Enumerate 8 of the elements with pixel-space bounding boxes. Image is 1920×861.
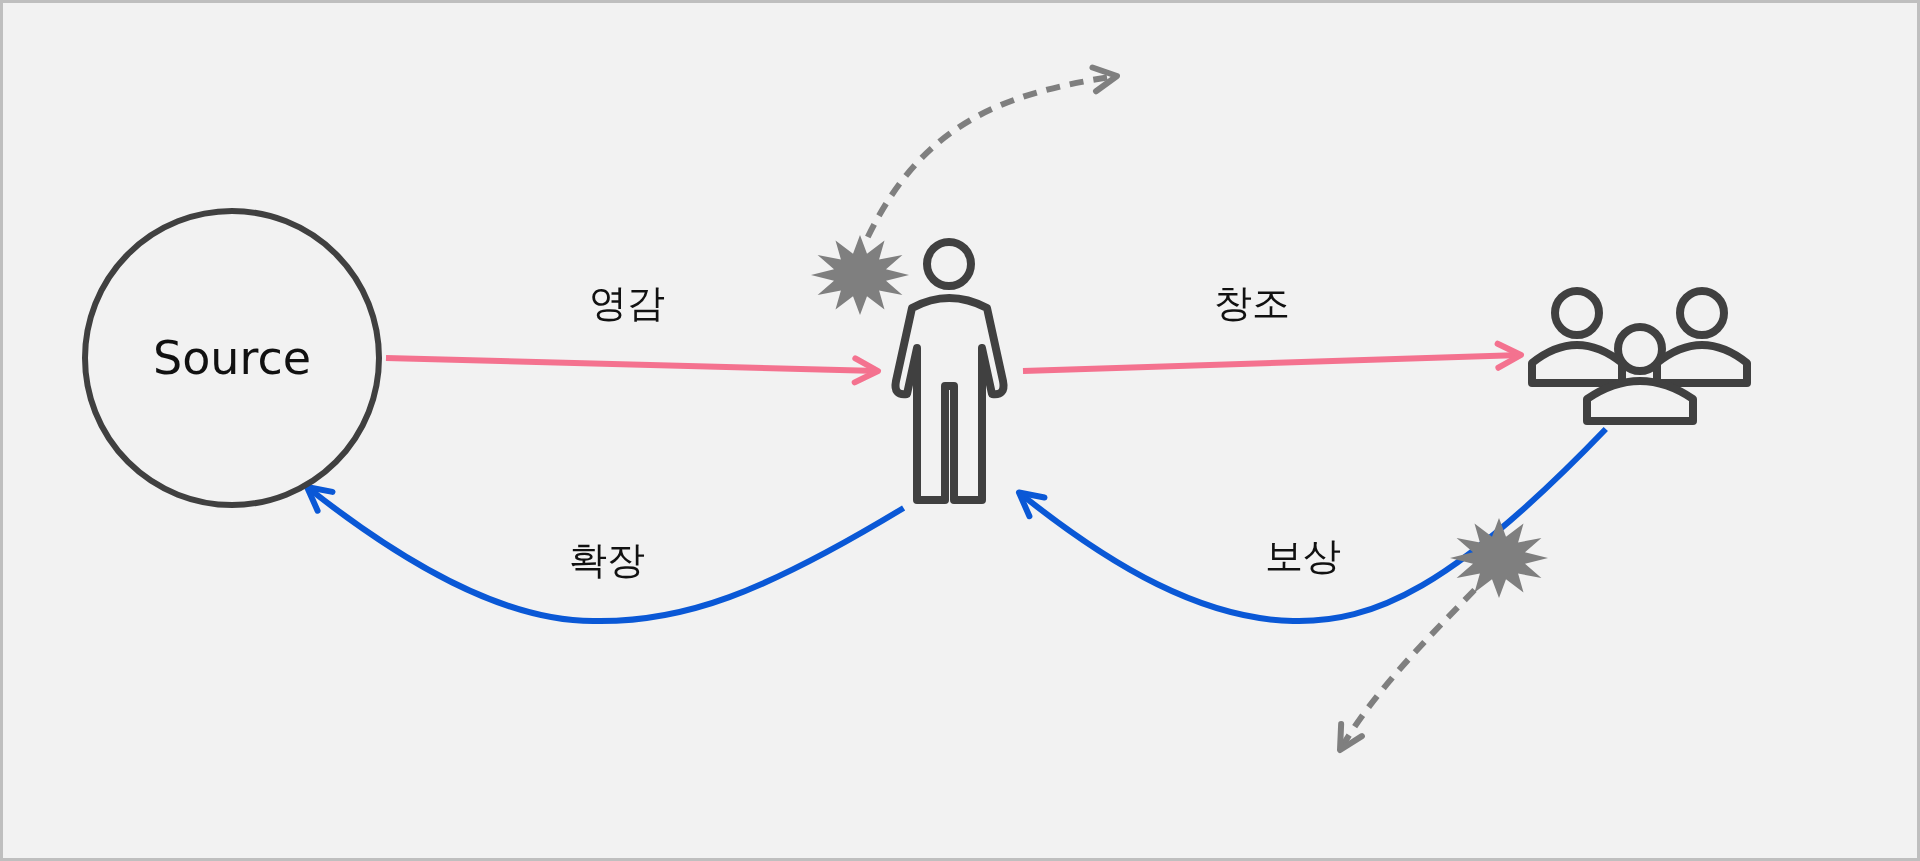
circle-label: Source: [153, 331, 311, 385]
arrow: [1022, 340, 1524, 374]
arrow: [385, 355, 881, 386]
arrow: [304, 484, 906, 624]
dashed-arrow: [865, 64, 1120, 239]
source-circle: [82, 208, 382, 508]
arrow: [1016, 426, 1608, 624]
dashed-arrow: [1337, 587, 1477, 753]
